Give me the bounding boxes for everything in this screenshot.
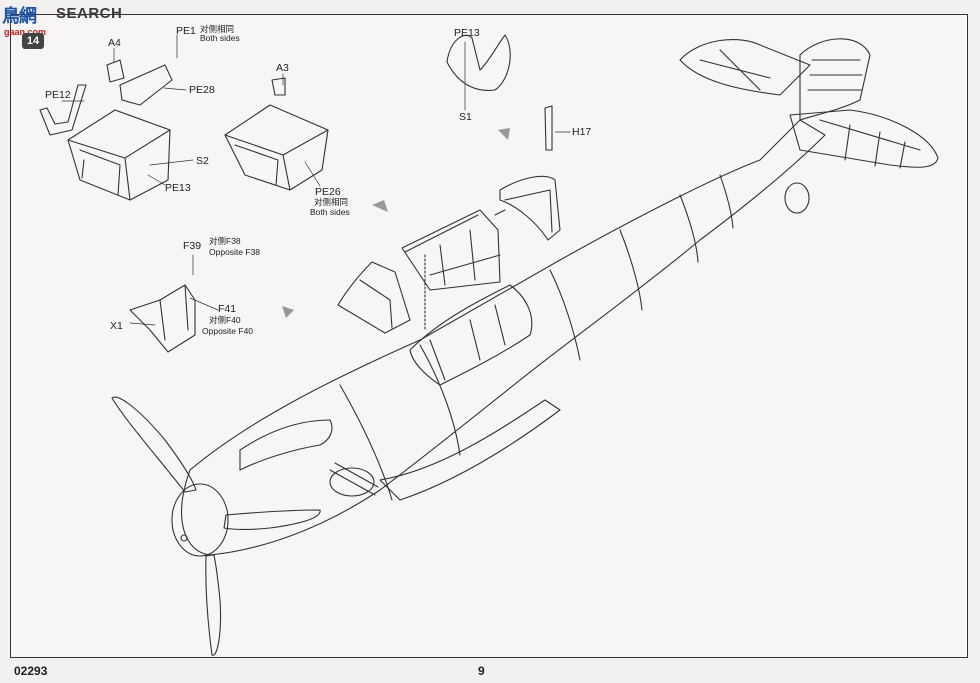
rear-canopy [499,175,561,241]
vertical-fin [799,38,871,121]
direction-arrows [282,128,510,318]
label-pe28: PE28 [189,84,215,96]
windscreen [337,261,411,334]
label-a4: A4 [108,37,121,49]
page-frame [10,14,968,658]
antenna-mast [544,105,553,151]
label-h17: H17 [572,126,592,138]
fuselage [181,119,826,556]
part-x1 [129,284,196,353]
label-a3: A3 [276,62,289,74]
watermark-logo: 鳥網 [2,6,37,27]
label-s1: S1 [459,111,472,123]
page-number: 9 [478,664,485,678]
label-s2: S2 [196,155,209,167]
part-s2-box [67,109,171,201]
tail-wheel [784,182,810,214]
label-f41-cn: 对侧F40 [209,315,241,325]
part-pe28 [119,64,173,106]
product-code: 02293 [14,664,48,678]
cockpit-opening [409,284,533,386]
part-a4 [106,59,125,83]
label-f39-cn: 对侧F38 [209,236,241,246]
label-pe26-en: Both sides [310,207,350,217]
propeller-blade-right [223,509,321,531]
watermark-url: gaan.com [4,27,47,37]
horizontal-stabilizer-left [679,39,811,96]
part-pe13-top [446,34,511,91]
spinner [171,483,229,557]
watermark: 鳥網 SEARCH gaan.com [0,0,165,38]
propeller-blade-top [111,396,197,493]
label-pe26: PE26 [315,186,341,198]
label-pe13-left: PE13 [165,182,191,194]
watermark-text: SEARCH [56,5,123,22]
part-a3 [271,77,286,96]
label-f39-en: Opposite F38 [209,247,261,257]
part-a3-box [224,104,329,191]
supercharger-intake [329,467,375,497]
label-f41-en: Opposite F40 [202,326,254,336]
part-pe12 [39,84,87,136]
label-pe12: PE12 [45,89,71,101]
label-f41: F41 [218,303,237,315]
horizontal-stabilizer-right [789,109,939,168]
label-pe1: PE1 [176,25,196,37]
propeller-blade-bottom [205,554,222,656]
label-f39: F39 [183,240,202,252]
label-pe1-en: Both sides [200,33,240,43]
label-pe26-cn: 对侧相同 [314,197,349,207]
label-x1: X1 [110,320,123,332]
label-pe1-cn: 对侧相同 [200,24,235,34]
step-number: 14 [22,33,44,49]
label-pe13-top: PE13 [454,27,480,39]
middle-canopy [401,209,501,291]
